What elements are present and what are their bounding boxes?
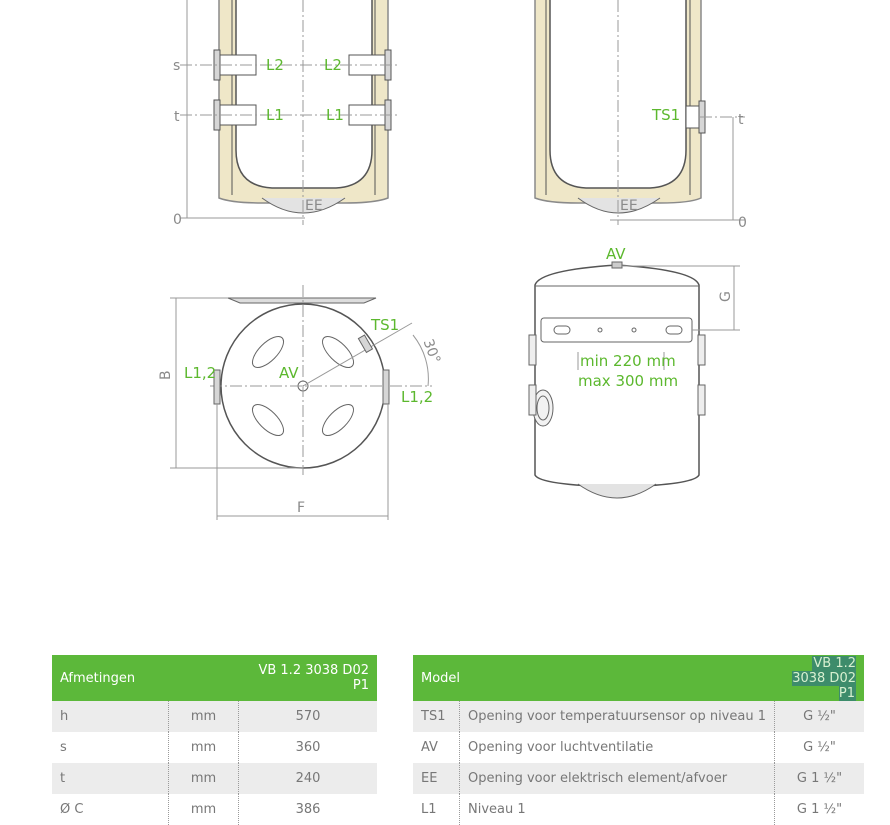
label-t: t xyxy=(174,109,180,125)
conn-description: Niveau 1 xyxy=(459,794,775,825)
side-view-left xyxy=(180,0,400,225)
label-L1-right: L1 xyxy=(326,106,344,124)
conn-description: Opening voor luchtventilatie xyxy=(459,732,775,763)
label-t-right: t xyxy=(738,112,744,128)
label-EE: EE xyxy=(305,198,323,214)
label-zero: 0 xyxy=(173,212,182,228)
table-row: EE Opening voor elektrisch element/afvoe… xyxy=(413,763,864,794)
dim-value: 360 xyxy=(238,732,377,763)
label-zero-right: 0 xyxy=(738,215,747,231)
label-AV-top: AV xyxy=(279,364,299,382)
dim-value: 240 xyxy=(238,763,377,794)
top-view xyxy=(170,285,432,520)
dimensions-table-header: Afmetingen VB 1.2 3038 D02 P1 xyxy=(52,655,377,701)
conn-code: L1 xyxy=(421,802,437,817)
label-TS1-side: TS1 xyxy=(651,106,680,124)
label-TS1-top: TS1 xyxy=(370,316,399,334)
connections-table-title: Model xyxy=(413,655,775,701)
table-row: t mm 240 xyxy=(52,763,377,794)
table-row: TS1 Opening voor temperatuursensor op ni… xyxy=(413,701,864,732)
table-row: AV Opening voor luchtventilatie G ½" xyxy=(413,732,864,763)
dim-value: 570 xyxy=(238,701,377,732)
conn-code: AV xyxy=(421,740,438,755)
connections-table-header: Model VB 1.2 3038 D02 P1 xyxy=(413,655,864,701)
label-L12-right: L1,2 xyxy=(401,388,433,406)
connections-table-model[interactable]: VB 1.2 3038 D02 P1 xyxy=(792,655,856,701)
dim-unit: mm xyxy=(168,763,239,794)
dimensions-table-title: Afmetingen xyxy=(52,655,239,701)
label-EE-right: EE xyxy=(620,198,638,214)
conn-size: G ½" xyxy=(773,701,864,732)
label-AV-back: AV xyxy=(606,245,626,263)
dimensions-table-model: VB 1.2 3038 D02 P1 xyxy=(238,655,377,701)
conn-description: Opening voor temperatuursensor op niveau… xyxy=(459,701,775,732)
conn-code: TS1 xyxy=(413,701,460,732)
label-L12-left: L1,2 xyxy=(184,364,216,382)
table-row: s mm 360 xyxy=(52,732,377,763)
dim-value: 386 xyxy=(238,794,377,825)
label-min: min 220 mm xyxy=(580,352,676,370)
table-row: Ø C mm 386 xyxy=(52,794,377,825)
connections-table: Model VB 1.2 3038 D02 P1 TS1 Opening voo… xyxy=(413,655,864,825)
conn-size: G 1 ½" xyxy=(773,794,864,825)
side-view-right xyxy=(534,0,745,225)
dim-unit: mm xyxy=(168,701,239,732)
conn-size: G 1 ½" xyxy=(773,763,864,794)
table-row: L1 Niveau 1 G 1 ½" xyxy=(413,794,864,825)
dimensions-table: Afmetingen VB 1.2 3038 D02 P1 h mm 570 s… xyxy=(52,655,377,825)
label-L1-left: L1 xyxy=(266,106,284,124)
back-view xyxy=(528,261,740,499)
dim-name: h xyxy=(52,701,169,732)
label-F: F xyxy=(297,500,305,516)
dim-unit: mm xyxy=(168,732,239,763)
dim-name: Ø C xyxy=(60,802,84,817)
table-row: h mm 570 xyxy=(52,701,377,732)
label-s: s xyxy=(173,58,180,74)
label-angle: 30° xyxy=(420,337,444,366)
conn-description: Opening voor elektrisch element/afvoer xyxy=(459,763,775,794)
dim-unit: mm xyxy=(168,794,239,825)
conn-code: EE xyxy=(413,763,460,794)
label-G: G xyxy=(718,291,734,302)
label-L2-right: L2 xyxy=(324,56,342,74)
label-max: max 300 mm xyxy=(578,372,678,390)
dim-name: t xyxy=(52,763,169,794)
label-L2-left: L2 xyxy=(266,56,284,74)
conn-size: G ½" xyxy=(773,732,864,763)
technical-drawings: s t 0 L2 L2 L1 L1 EE TS1 t 0 EE xyxy=(158,0,747,520)
dim-name: s xyxy=(60,740,67,755)
label-B: B xyxy=(158,370,174,380)
